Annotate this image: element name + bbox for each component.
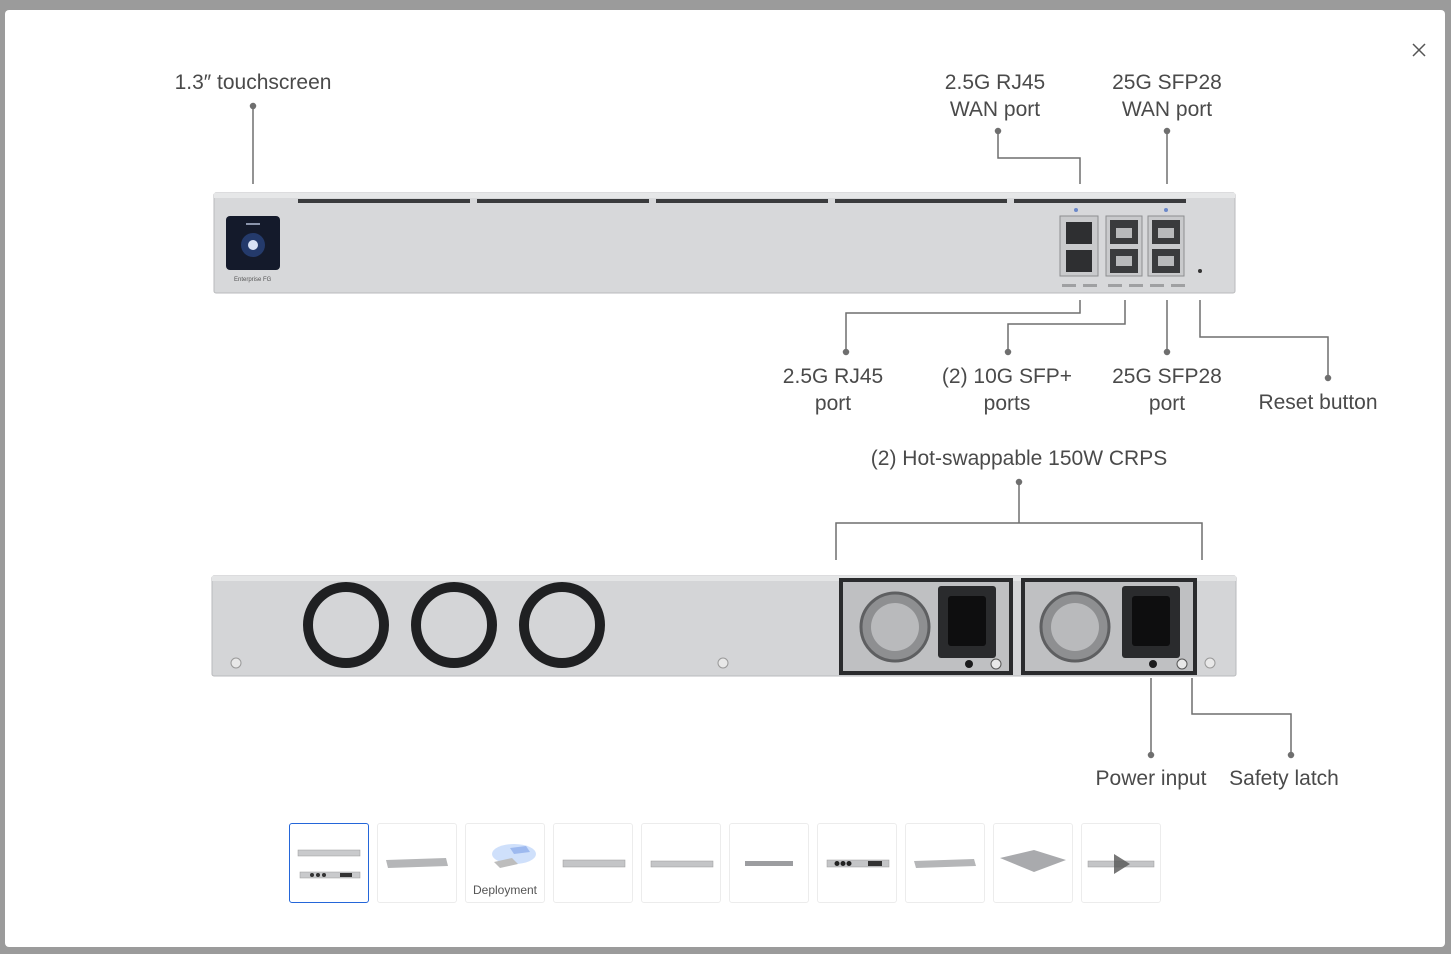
close-button[interactable] — [1407, 38, 1431, 62]
device-brand-text: Enterprise FG — [234, 277, 272, 283]
label-sfp-plus-ports: (2) 10G SFP+ ports — [941, 365, 1073, 415]
label-wan-rj45: 2.5G RJ45 WAN port — [944, 71, 1046, 121]
thumbnail-1[interactable] — [289, 823, 369, 903]
power-supply-1 — [839, 578, 1013, 675]
label-touchscreen: 1.3″ touchscreen — [174, 71, 332, 94]
thumbnail-4[interactable] — [553, 823, 633, 903]
label-safety-latch: Safety latch — [1229, 767, 1339, 790]
thumbnail-10[interactable] — [1081, 823, 1161, 903]
thumbnail-strip: Deployment — [289, 823, 1161, 903]
angled-front-thumb-icon — [386, 858, 448, 868]
touchscreen-display — [226, 216, 280, 270]
label-sfp28-port: 25G SFP28 port — [1112, 365, 1222, 415]
thumbnail-5[interactable] — [641, 823, 721, 903]
rear-callout-lines — [835, 478, 1295, 759]
side-thumb-icon — [745, 861, 793, 866]
thumbnail-caption: Deployment — [472, 883, 538, 897]
thumbnail-2[interactable] — [377, 823, 457, 903]
thumbnail-3[interactable]: Deployment — [465, 823, 545, 903]
front-panel: Enterprise FG — [213, 192, 1236, 294]
play-icon — [1114, 854, 1130, 874]
close-icon — [1412, 43, 1426, 57]
rear-thumb-icon — [826, 859, 890, 868]
annotated-diagram-thumb-icon — [297, 849, 361, 879]
label-wan-sfp28: 25G SFP28 WAN port — [1112, 71, 1222, 121]
thumbnail-7[interactable] — [817, 823, 897, 903]
top-thumb-icon — [1000, 850, 1066, 872]
thumbnail-9[interactable] — [993, 823, 1073, 903]
label-reset-button: Reset button — [1258, 391, 1378, 414]
front-thumb-icon — [562, 859, 626, 868]
front-callout-lines — [249, 102, 1332, 382]
front-flat-thumb-icon — [650, 860, 714, 868]
fan-grille — [303, 582, 605, 668]
label-psu: (2) Hot-swappable 150W CRPS — [870, 447, 1168, 470]
video-thumb-icon — [1087, 854, 1155, 874]
thumbnail-6[interactable] — [729, 823, 809, 903]
deployment-thumb-icon — [492, 844, 536, 868]
thumbnail-8[interactable] — [905, 823, 985, 903]
angled-rear-thumb-icon — [914, 859, 976, 868]
label-power-input: Power input — [1095, 767, 1207, 790]
rear-panel — [211, 575, 1237, 677]
label-rj45-port: 2.5G RJ45 port — [782, 365, 884, 415]
product-gallery-dialog — [5, 10, 1445, 947]
power-supply-2 — [1021, 578, 1197, 675]
